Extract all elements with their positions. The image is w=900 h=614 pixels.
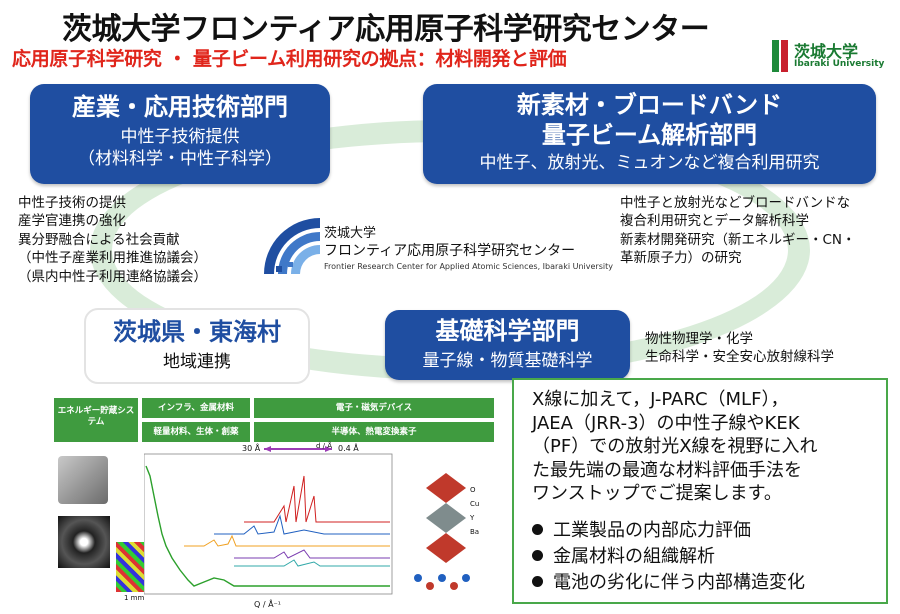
note-basic-line: 生命科学・安全安心放射線科学 [645,349,834,366]
note-right-line: 複合利用研究とデータ解析科学 [620,213,809,230]
summary-bullet-item: 電池の劣化に伴う内部構造変化 [532,572,805,594]
dept-newmaterial-line1: 中性子、放射光、ミュオンなど複合利用研究 [479,153,820,173]
logo-green-bar-icon [772,40,779,72]
summary-line: ワンストップでご提案します。 [532,483,782,504]
dept-basic-line1: 量子線・物質基礎科学 [422,351,593,371]
center-logo-line1: 茨城大学 [324,226,377,241]
note-right: 中性子と放射光などブロードバンドな 複合利用研究とデータ解析科学 新素材開発研究… [620,194,856,268]
top-axis-label: d / Å [316,442,333,450]
dept-newmaterial: 新素材・ブロードバンド 量子ビーム解析部門 中性子、放射光、ミュオンなど複合利用… [423,84,876,184]
crystal-structure-image [414,473,470,590]
atom-label-cu: Cu [470,500,480,508]
note-left-line: （県内中性子利用連絡協議会） [18,268,207,285]
range-left-label: 30 Å [242,444,261,453]
category-lightweight: 軽量材料、生体・創薬 [142,422,250,442]
center-logo: 茨城大学 フロンティア応用原子科学研究センター Frontier Researc… [262,212,613,282]
category-infra: インフラ、金属材料 [142,398,250,418]
bullet-icon [532,524,543,535]
summary-bullet-text: 工業製品の内部応力評価 [553,520,751,541]
atom-label-ba: Ba [470,528,480,536]
logo-name-jp: 茨城大学 [794,42,859,61]
note-basic: 物性物理学・化学 生命科学・安全安心放射線科学 [645,330,834,367]
note-right-line: 中性子と放射光などブロードバンドな [620,195,851,211]
logo-red-bar-icon [781,40,788,72]
dept-industry-line2: （材料科学・中性子科学） [78,149,282,169]
dept-region-line1: 地域連携 [163,352,231,372]
dept-newmaterial-title2: 量子ビーム解析部門 [541,121,758,149]
page-title: 茨城大学フロンティア応用原子科学研究センター [62,12,710,47]
dept-industry-line1: 中性子技術提供 [120,127,240,147]
summary-bullet-item: 工業製品の内部応力評価 [532,520,751,542]
summary-bullet-text: 電池の劣化に伴う内部構造変化 [553,572,805,593]
dept-newmaterial-title1: 新素材・ブロードバンド [516,91,783,119]
atom-label-y: Y [470,514,475,522]
detector-pattern-image [58,516,110,568]
summary-text: X線に加えて，J-PARC（MLF）， JAEA（JRR-3）の中性子線やKEK… [532,388,878,506]
note-left-line: 異分野融合による社会貢献 [18,231,180,248]
summary-bullet-item: 金属材料の組織解析 [532,546,715,568]
research-figure: エネルギー貯蔵システム インフラ、金属材料 電子・磁気デバイス 軽量材料、生体・… [54,398,494,610]
note-left-line: （中性子産業利用推進協議会） [18,250,207,267]
dept-industry: 産業・応用技術部門 中性子技術提供 （材料科学・中性子科学） [30,84,330,184]
scale-bar-label: 1 mm [124,594,145,602]
range-right-label: 0.4 Å [338,444,359,453]
x-axis-label: Q / Å⁻¹ [254,600,281,609]
dept-industry-title: 産業・応用技術部門 [72,93,288,121]
diffraction-plot [144,446,393,595]
sample-holder-image [58,456,108,504]
atom-label-o: O [470,486,476,494]
center-logo-line2: フロンティア応用原子科学研究センター [324,243,576,259]
note-right-line: 新素材開発研究（新エネルギー・CN・ [620,231,856,248]
summary-bullet-text: 金属材料の組織解析 [553,546,715,567]
summary-line: た最先端の最適な材料評価手法を [532,459,802,481]
summary-line: JAEA（JRR-3）の中性子線やKEK [532,412,800,434]
note-left: 中性子技術の提供 産学官連携の強化 異分野融合による社会貢献 （中性子産業利用推… [18,194,207,286]
center-logo-english: Frontier Research Center for Applied Ato… [324,262,613,271]
logo-name-en: Ibaraki University [794,59,885,69]
bullet-icon [532,550,543,561]
category-energy: エネルギー貯蔵システム [54,398,138,442]
category-electronic: 電子・磁気デバイス [254,398,494,418]
page-subtitle: 応用原子科学研究 ・ 量子ビーム利用研究の拠点：材料開発と評価 [12,48,567,70]
category-semiconductor: 半導体、熱電変換素子 [254,422,494,442]
summary-box: X線に加えて，J-PARC（MLF）， JAEA（JRR-3）の中性子線やKEK… [512,378,888,604]
note-left-line: 中性子技術の提供 [18,195,126,211]
dept-region: 茨城県・東海村 地域連携 [84,308,310,384]
note-right-line: 革新原子力）の研究 [620,250,742,267]
dept-basic: 基礎科学部門 量子線・物質基礎科学 [385,310,630,380]
ibaraki-university-logo: 茨城大学 Ibaraki University [772,38,887,74]
note-basic-line: 物性物理学・化学 [645,331,753,347]
summary-line: （PF）での放射光X線を視野に入れ [532,436,818,457]
dept-region-title: 茨城県・東海村 [113,318,281,346]
center-emblem-icon [264,218,320,274]
dept-basic-title: 基礎科学部門 [435,317,580,345]
bullet-icon [532,576,543,587]
note-left-line: 産学官連携の強化 [18,213,126,230]
summary-line: X線に加えて，J-PARC（MLF）， [532,389,789,410]
